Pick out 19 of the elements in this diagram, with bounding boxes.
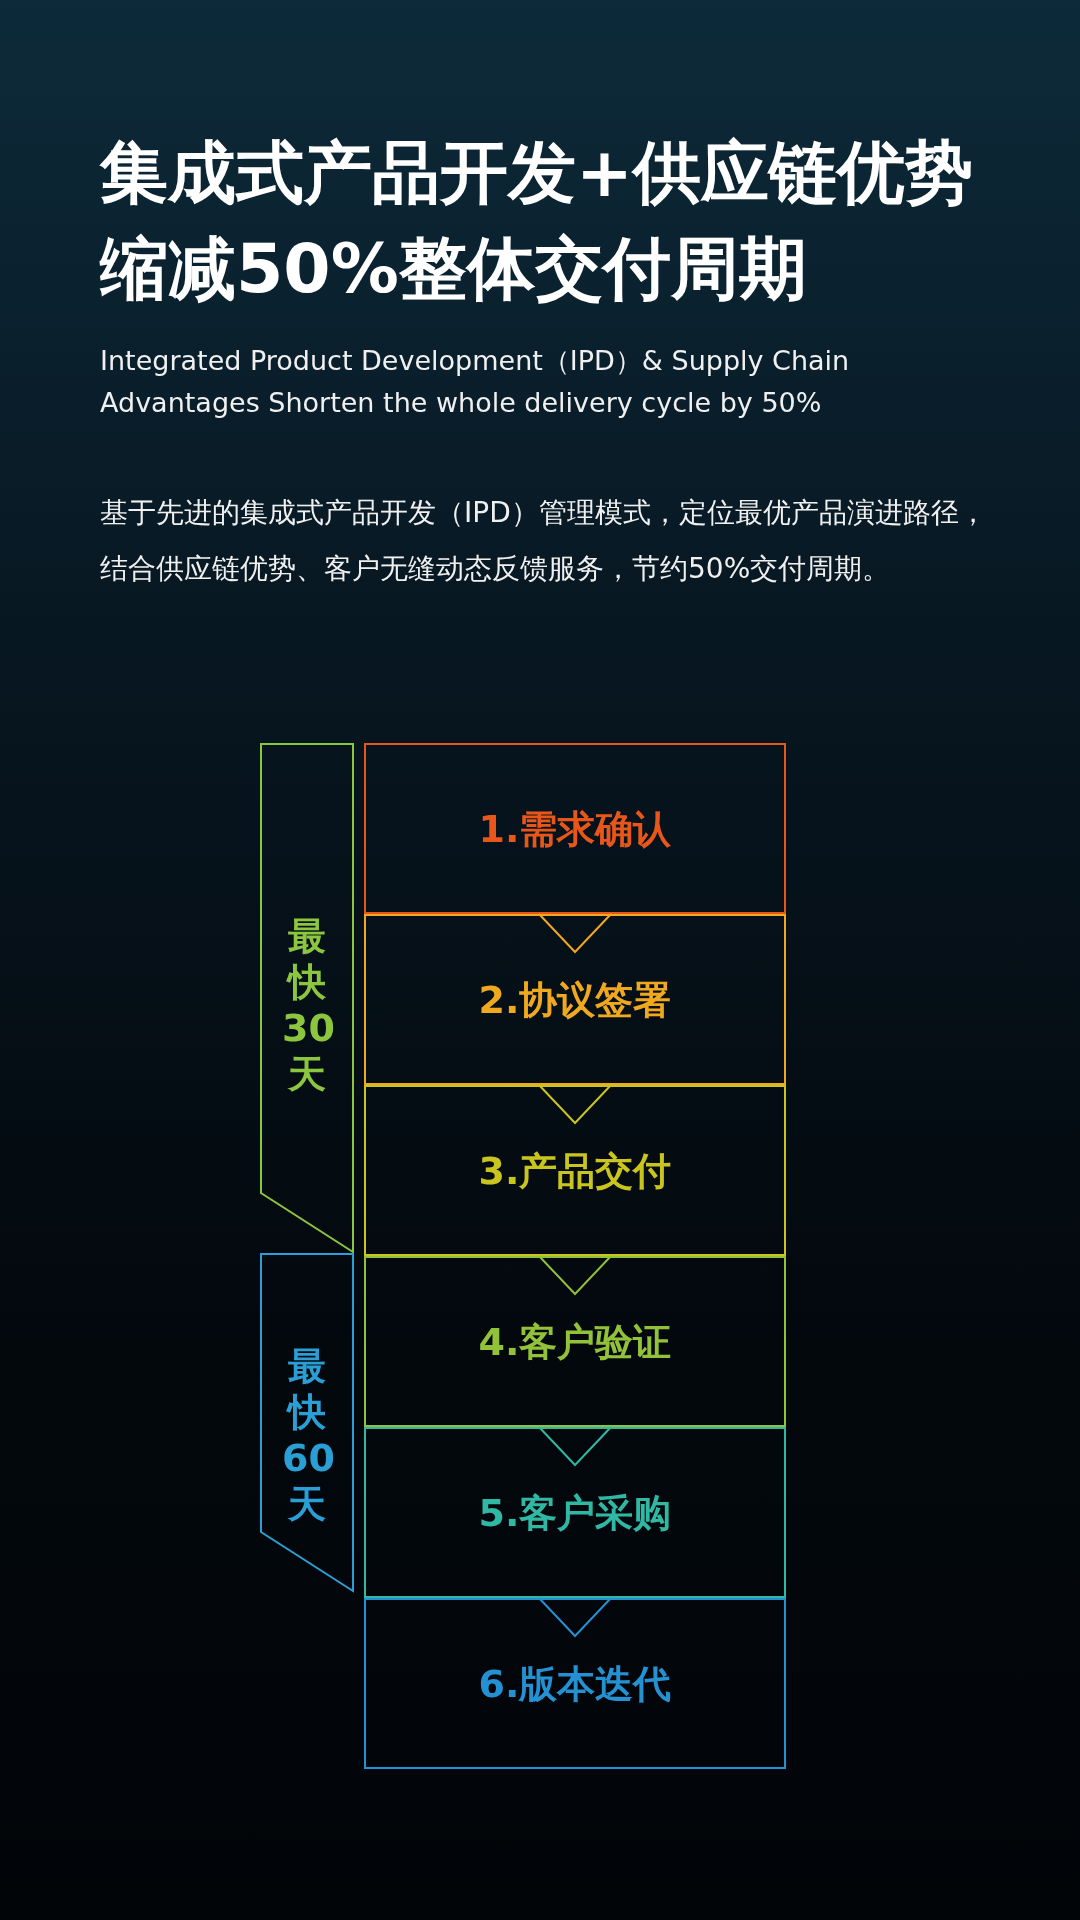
process-box: [364, 1427, 786, 1598]
process-box: [364, 1598, 786, 1769]
step-label: 4.客户验证: [477, 1318, 673, 1365]
duration-band: [260, 1253, 354, 1592]
step-label: 5.客户采购: [477, 1489, 673, 1536]
process-box: [364, 1085, 786, 1256]
duration-label: 最快30天: [282, 913, 332, 1097]
process-box: [364, 1256, 786, 1427]
process-box: [364, 914, 786, 1085]
subtitle: Integrated Product Development（IPD）& Supply Chain Advantages Shorten the whole delivery cycle by 50%: [100, 344, 851, 420]
title: 集成式产品开发+供应链优势缩减50%整体交付周期: [100, 132, 974, 310]
duration-band: [260, 743, 354, 1253]
duration-label: 最快60天: [282, 1343, 332, 1527]
description-paragraph: 基于先进的集成式产品开发（IPD）管理模式，定位最优产品演进路径，结合供应链优势、客户无缝动态反馈服务，节约50%交付周期。: [100, 495, 988, 587]
step-label: 3.产品交付: [477, 1147, 673, 1194]
process-box: [364, 743, 786, 914]
step-label: 2.协议签署: [477, 976, 673, 1023]
step-label: 1.需求确认: [477, 805, 673, 852]
step-label: 6.版本迭代: [477, 1660, 673, 1707]
